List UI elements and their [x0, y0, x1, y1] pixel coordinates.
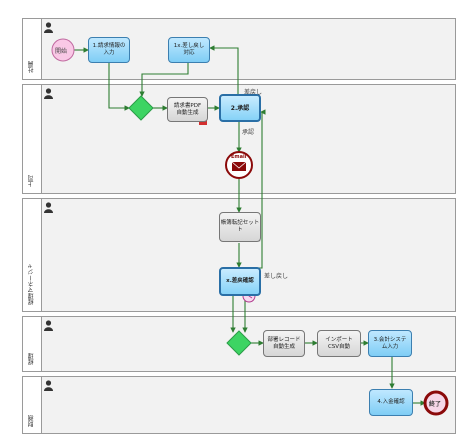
lane-header: 財務	[23, 377, 42, 433]
exclusive-gateway	[128, 95, 154, 121]
start-event	[51, 38, 75, 62]
flow-t2-to-t1x	[209, 45, 239, 94]
lane-header: 上司	[23, 85, 42, 193]
end-event	[423, 390, 449, 416]
task-payment-confirmation[interactable]: 4.入金確認	[369, 389, 413, 416]
person-icon	[44, 88, 53, 99]
person-icon	[44, 320, 53, 331]
flow-t1-to-gateway	[108, 63, 130, 111]
task-enter-invoice-info[interactable]: 1.請求情報の 入力	[88, 37, 130, 63]
person-icon	[44, 202, 53, 213]
flow-label-remand: 差戻し	[244, 89, 263, 96]
end-event-label: 終了	[429, 401, 442, 408]
envelope-icon	[232, 162, 246, 171]
flow-label-remand-2: 差し戻し	[264, 273, 289, 280]
task-approval[interactable]: 2.承認	[219, 94, 261, 122]
lane-header: 経理マネージャ	[23, 199, 42, 311]
lane-header: 経理	[23, 317, 42, 371]
lane-header: 社員	[23, 19, 42, 79]
task-ledger-posting-set[interactable]: 帳簿転記セット ト	[219, 212, 261, 242]
task-invoice-pdf-generation[interactable]: 請求書PDF 自動生成	[167, 97, 208, 122]
flow-label-approve: 承認	[242, 129, 255, 136]
person-icon	[44, 380, 53, 391]
exclusive-gateway	[226, 330, 252, 356]
start-event-label: 開始	[55, 48, 68, 55]
task-record-generation[interactable]: 部署レコード 自動生成	[263, 330, 305, 357]
task-import-csv[interactable]: インポート CSV自動	[317, 330, 361, 357]
task-accounting-system-input[interactable]: 3.会計システ ム入力	[368, 330, 412, 357]
email-event-label: Email	[231, 154, 247, 160]
person-icon	[44, 22, 53, 33]
flow-t1x-to-gateway	[139, 63, 189, 97]
task-handle-remand[interactable]: 1x.差し戻し 対応	[168, 37, 210, 63]
task-confirm-remand[interactable]: x.差戻確認	[219, 267, 261, 296]
